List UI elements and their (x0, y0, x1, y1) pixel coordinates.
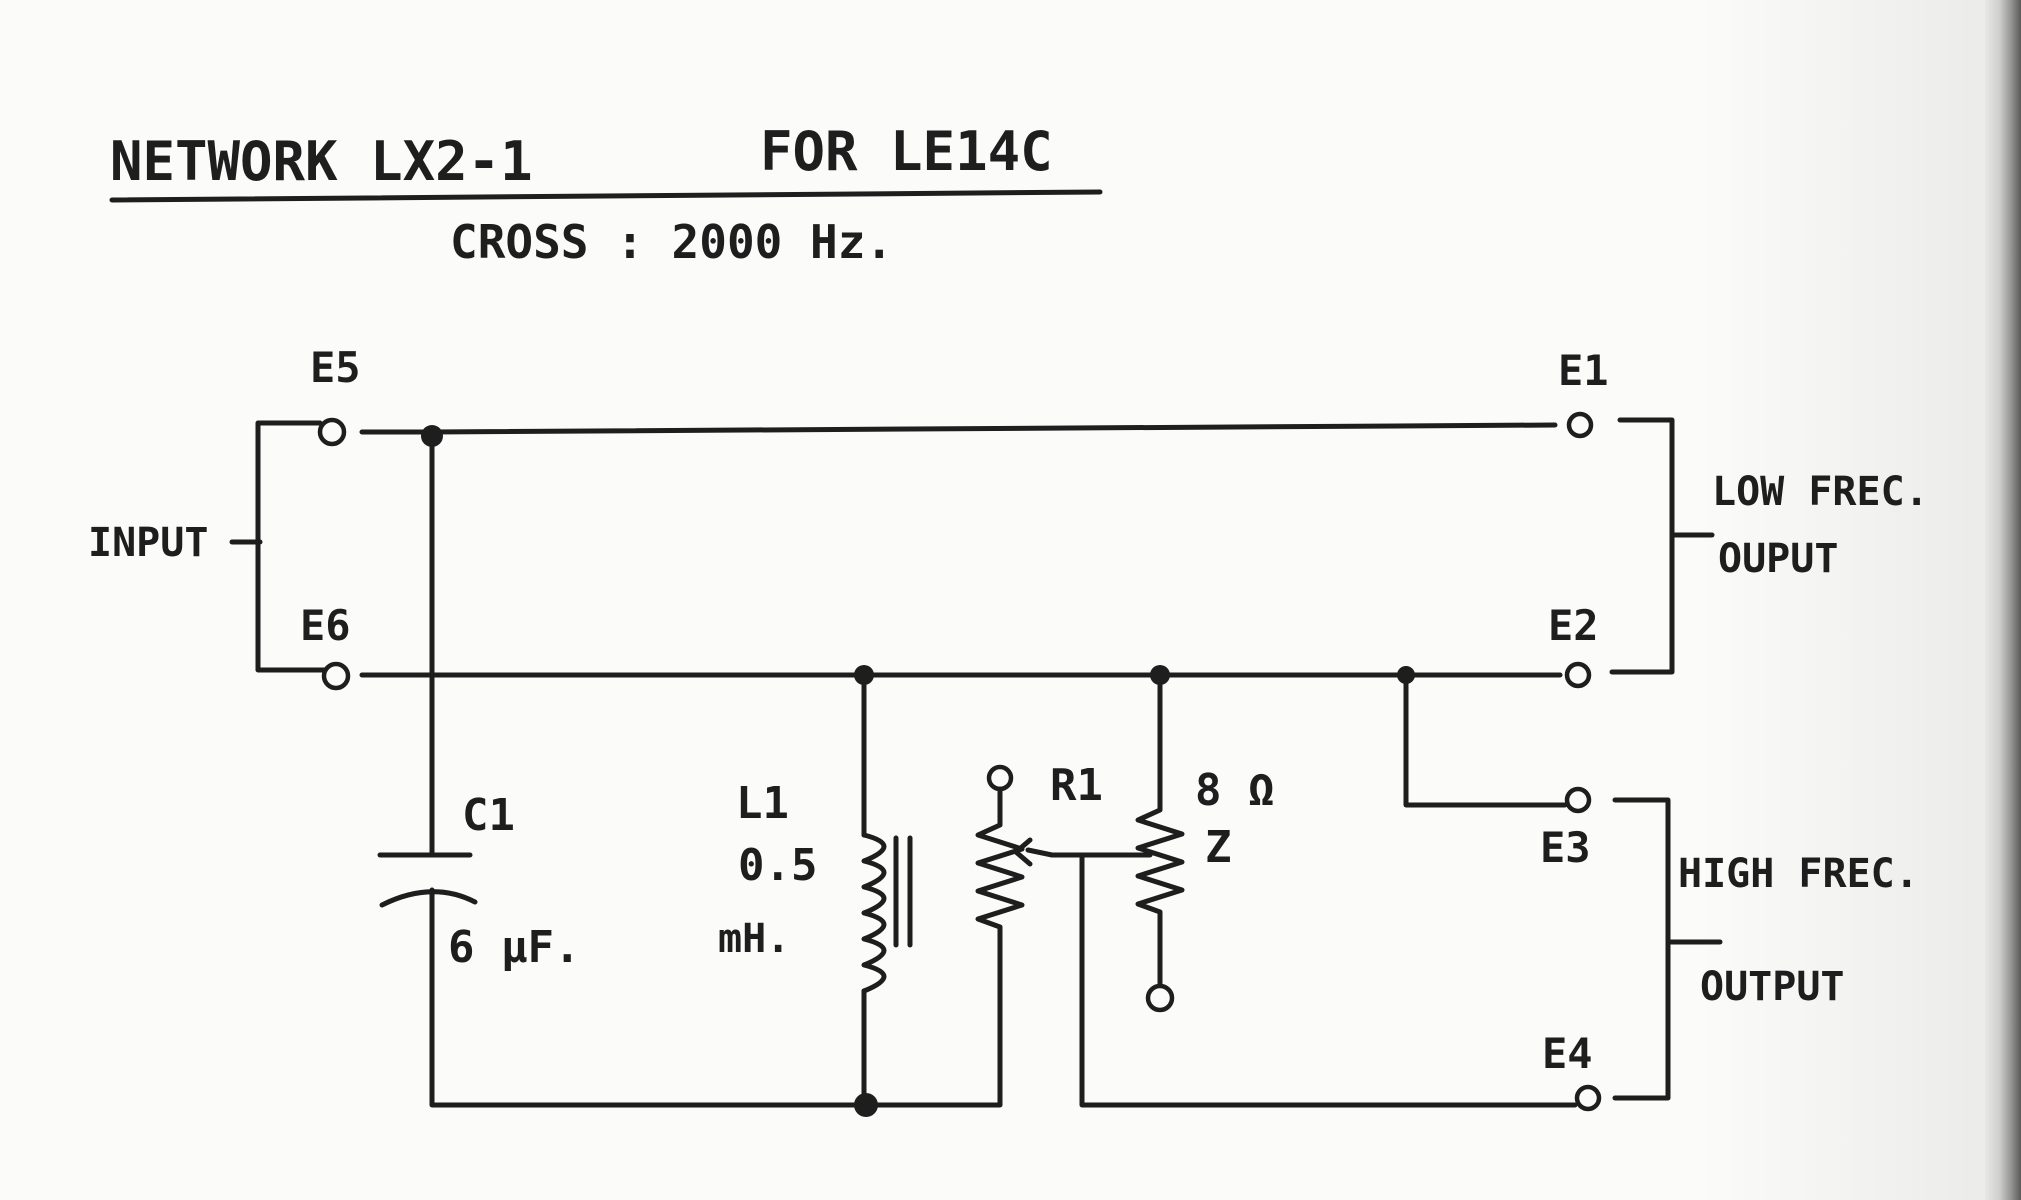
subtitle-cross: CROSS : 2000 Hz. (450, 215, 893, 269)
terminal-e5 (317, 417, 347, 447)
label-e2: E2 (1548, 601, 1599, 650)
label-input: INPUT (88, 520, 208, 566)
label-l1-value: 0.5 (738, 840, 817, 891)
r1-wiper-head (1013, 837, 1033, 867)
high-frec-bracket (1612, 797, 1671, 1101)
label-low-frec: LOW FREC. (1712, 469, 1929, 515)
r1-resistor (863, 786, 1025, 1108)
paper-shade (1700, 0, 1985, 1200)
label-e6: E6 (300, 601, 351, 650)
label-z-value: 8 Ω (1195, 765, 1274, 816)
label-e5: E5 (310, 343, 361, 392)
c1-plate-curved (379, 889, 478, 908)
terminal-e2 (1564, 661, 1592, 689)
label-high-frec: HIGH FREC. (1678, 851, 1919, 897)
e3-branch-wire (1403, 672, 1568, 808)
l1-core (893, 835, 913, 948)
label-e1: E1 (1558, 346, 1609, 395)
title-network: NETWORK LX2-1 (110, 130, 533, 193)
title-for: FOR LE14C (760, 120, 1053, 183)
label-c1-value: 6 μF. (448, 922, 580, 973)
title-underline (109, 189, 1103, 203)
terminal-e3 (1564, 786, 1592, 814)
label-z: Z (1205, 822, 1232, 873)
bottom-return-wire (1079, 852, 1578, 1108)
l1-coil (861, 832, 887, 994)
label-l1-unit: mH. (718, 916, 790, 962)
label-r1: R1 (1050, 760, 1103, 811)
r1-top-terminal (986, 764, 1014, 792)
terminal-e4 (1574, 1084, 1602, 1112)
z-resistor (1135, 672, 1185, 988)
top-rail-wire (359, 422, 1558, 435)
c1-lead-bottom (429, 887, 869, 1108)
terminal-e6 (321, 661, 351, 691)
paper-edge (1985, 0, 2021, 1200)
low-frec-bracket (1609, 417, 1675, 675)
label-e3: E3 (1540, 823, 1591, 872)
label-e4: E4 (1542, 1029, 1593, 1078)
r1-wiper-arrow (1025, 847, 1055, 858)
z-bottom-terminal (1145, 983, 1175, 1013)
label-l1: L1 (736, 778, 789, 829)
label-high-output: OUTPUT (1700, 964, 1845, 1010)
input-bracket (255, 420, 328, 673)
label-low-ouput: OUPUT (1718, 536, 1838, 582)
terminal-e1 (1566, 411, 1594, 439)
label-c1: C1 (462, 790, 515, 841)
